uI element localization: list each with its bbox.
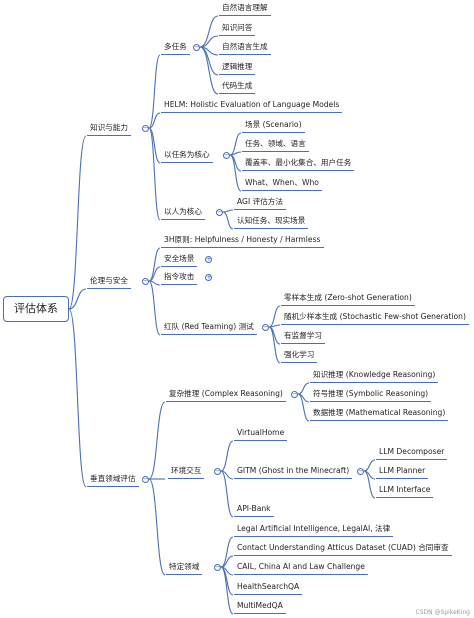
collapse-toggle-icon[interactable]: − [142, 277, 149, 285]
connector-line [199, 35, 219, 48]
node-prompt-attack[interactable]: 指令攻击 [161, 272, 198, 285]
connector-line [220, 470, 234, 518]
branch-vertical[interactable]: 垂直领域评估 [87, 474, 139, 487]
collapse-toggle-icon[interactable]: − [216, 208, 223, 216]
node-multitask[interactable]: 多任务 [161, 42, 190, 55]
leaf-cuad[interactable]: Contact Understanding Atticus Dataset (C… [234, 543, 452, 556]
connector-line [148, 54, 161, 129]
connector-line [148, 280, 161, 336]
leaf-what-when-who[interactable]: What、When、Who [242, 178, 322, 191]
leaf-coverage[interactable]: 覆盖率、最小化集合、用户任务 [242, 158, 355, 171]
connector-line [199, 15, 219, 48]
connector-line [222, 209, 234, 213]
expand-toggle-icon[interactable]: + [205, 255, 212, 263]
node-human-centric[interactable]: 以人为核心 [161, 207, 205, 220]
leaf-llm-planner[interactable]: LLM Planner [376, 466, 429, 479]
connector-line [222, 211, 234, 230]
leaf-cognitive[interactable]: 认知任务、现实场景 [234, 216, 309, 229]
connector-line [268, 326, 281, 364]
node-env-interaction[interactable]: 环境交互 [168, 466, 205, 479]
connector-line [148, 127, 161, 221]
leaf-task-domain-lang[interactable]: 任务、领域、语言 [242, 139, 309, 152]
node-helm[interactable]: HELM: Holistic Evaluation of Language Mo… [161, 100, 343, 113]
connector-line [268, 305, 281, 328]
leaf-healthsearchqa[interactable]: HealthSearchQA [234, 582, 303, 595]
leaf-nlu[interactable]: 自然语言理解 [219, 3, 271, 16]
leaf-cail[interactable]: CAIL, China AI and Law Challenge [234, 562, 368, 575]
connector-line [68, 135, 87, 310]
collapse-toggle-icon[interactable]: − [291, 390, 298, 398]
leaf-symbolic-reasoning[interactable]: 符号推理 (Symbolic Reasoning) [310, 389, 432, 402]
connector-line [220, 566, 234, 615]
leaf-legalai[interactable]: Legal Artificial Intelligence, LegalAI, … [234, 524, 394, 537]
node-3h[interactable]: 3H原则: Helpfulness / Honesty / Harmless [161, 235, 324, 248]
leaf-logic[interactable]: 逻辑推理 [219, 62, 256, 75]
collapse-toggle-icon[interactable]: − [223, 151, 230, 159]
leaf-qa[interactable]: 知识问答 [219, 23, 256, 36]
leaf-knowledge-reasoning[interactable]: 知识推理 (Knowledge Reasoning) [310, 370, 439, 383]
expand-toggle-icon[interactable]: + [205, 273, 212, 281]
leaf-zero-shot[interactable]: 零样本生成 (Zero-shot Generation) [281, 293, 415, 306]
collapse-toggle-icon[interactable]: − [214, 563, 221, 571]
connector-line [229, 154, 242, 192]
node-specific-domain[interactable]: 特定领域 [166, 562, 203, 575]
connector-line [199, 46, 219, 95]
connector-line [148, 401, 166, 480]
node-task-centric[interactable]: 以任务为核心 [161, 150, 213, 163]
leaf-llm-decomposer[interactable]: LLM Decomposer [376, 447, 448, 460]
connector-line [148, 112, 161, 129]
connector-line [68, 308, 87, 488]
connector-line [363, 459, 376, 472]
watermark: CSDN @SpikeKing [415, 609, 470, 616]
collapse-toggle-icon[interactable]: − [193, 43, 200, 51]
connector-line [148, 280, 161, 286]
collapse-toggle-icon[interactable]: − [142, 475, 149, 483]
connector-line [229, 132, 242, 156]
leaf-math-reasoning[interactable]: 数据推理 (Mathematical Reasoning) [310, 408, 449, 421]
connector-line [363, 470, 376, 499]
leaf-rl[interactable]: 强化学习 [281, 350, 318, 363]
collapse-toggle-icon[interactable]: − [142, 124, 149, 132]
collapse-toggle-icon[interactable]: − [262, 323, 269, 331]
connector-line [220, 440, 234, 472]
connector-line [297, 382, 310, 395]
connector-line [297, 393, 310, 422]
node-safety-scenario[interactable]: 安全场景 [161, 254, 198, 267]
node-gitm[interactable]: GITM (Ghost in the Minecraft) [234, 466, 353, 479]
leaf-multimedqa[interactable]: MultiMedQA [234, 601, 286, 614]
leaf-supervised[interactable]: 有监督学习 [281, 331, 325, 344]
branch-ethics[interactable]: 伦理与安全 [87, 276, 131, 289]
leaf-nlg[interactable]: 自然语言生成 [219, 42, 271, 55]
leaf-virtualhome[interactable]: VirtualHome [234, 428, 288, 441]
collapse-toggle-icon[interactable]: − [357, 467, 364, 475]
branch-knowledge[interactable]: 知识与能力 [87, 123, 131, 136]
leaf-scenario[interactable]: 场景 (Scenario) [242, 120, 305, 133]
leaf-agi-eval[interactable]: AGI 评估方法 [234, 197, 286, 210]
node-complex-reasoning[interactable]: 复杂推理 (Complex Reasoning) [166, 389, 286, 402]
connector-line [148, 247, 161, 282]
connector-line [148, 478, 166, 576]
collapse-toggle-icon[interactable]: − [214, 467, 221, 475]
leaf-few-shot[interactable]: 随机少样本生成 (Stochastic Few-shot Generation) [281, 312, 469, 325]
leaf-code[interactable]: 代码生成 [219, 81, 256, 94]
node-red-team[interactable]: 红队 (Red Teaming) 测试 [161, 322, 257, 335]
leaf-api-bank[interactable]: API-Bank [234, 504, 274, 517]
root-node[interactable]: 评估体系 [3, 296, 69, 322]
leaf-llm-interface[interactable]: LLM Interface [376, 485, 434, 498]
connector-line [68, 288, 87, 310]
